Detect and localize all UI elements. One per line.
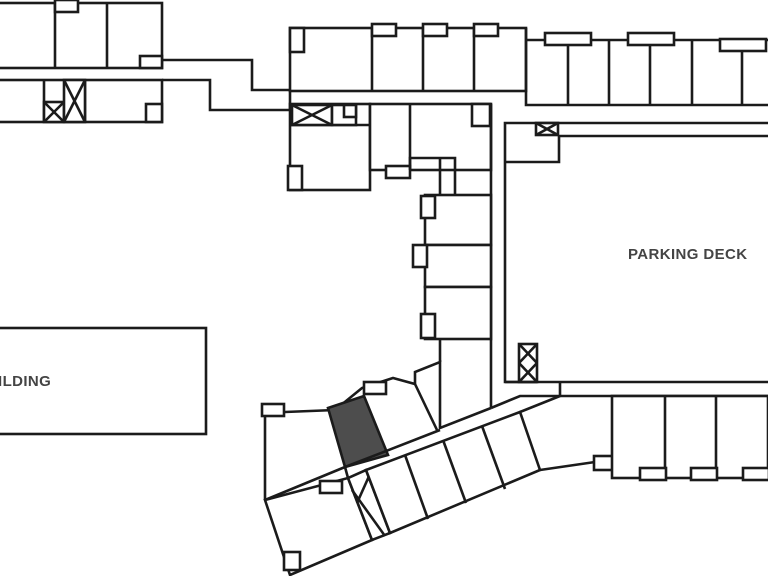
door-marker bbox=[543, 31, 593, 47]
door-marker bbox=[282, 550, 302, 572]
unit-top-left-a[interactable] bbox=[0, 1, 164, 70]
door-marker bbox=[718, 37, 768, 53]
highlighted-unit[interactable] bbox=[326, 394, 390, 469]
door-marker bbox=[286, 164, 304, 192]
door-marker bbox=[384, 164, 412, 180]
parking-deck-label: PARKING DECK bbox=[628, 246, 748, 263]
door-marker bbox=[626, 31, 676, 47]
building-label: ILDING bbox=[0, 373, 52, 390]
unit-row-right[interactable] bbox=[610, 394, 768, 480]
door-marker bbox=[144, 102, 164, 124]
door-marker bbox=[419, 312, 437, 340]
door-marker bbox=[53, 0, 80, 14]
vertical-units bbox=[411, 193, 493, 362]
door-marker bbox=[638, 466, 668, 482]
door-marker bbox=[362, 380, 388, 396]
door-marker bbox=[370, 22, 398, 38]
top-left-wing bbox=[0, 0, 290, 124]
unit-row-top[interactable] bbox=[288, 26, 528, 93]
left-building bbox=[0, 326, 208, 436]
door-marker bbox=[411, 243, 429, 269]
door-marker bbox=[288, 26, 306, 54]
unit-row-lower[interactable] bbox=[364, 410, 542, 535]
door-marker bbox=[138, 54, 164, 70]
door-marker bbox=[421, 22, 449, 38]
door-marker bbox=[260, 402, 286, 418]
stair-marker bbox=[517, 342, 539, 384]
unit-vertical-b[interactable] bbox=[423, 243, 493, 289]
door-marker bbox=[741, 466, 768, 482]
door-marker bbox=[689, 466, 719, 482]
door-marker bbox=[342, 103, 358, 119]
door-marker bbox=[472, 22, 500, 38]
building-left[interactable] bbox=[0, 326, 208, 436]
door-marker bbox=[419, 194, 437, 220]
lower-wing bbox=[260, 360, 768, 576]
top-row-units bbox=[288, 22, 768, 110]
door-marker bbox=[318, 479, 344, 495]
parking-deck bbox=[503, 121, 768, 384]
door-marker bbox=[470, 102, 492, 128]
